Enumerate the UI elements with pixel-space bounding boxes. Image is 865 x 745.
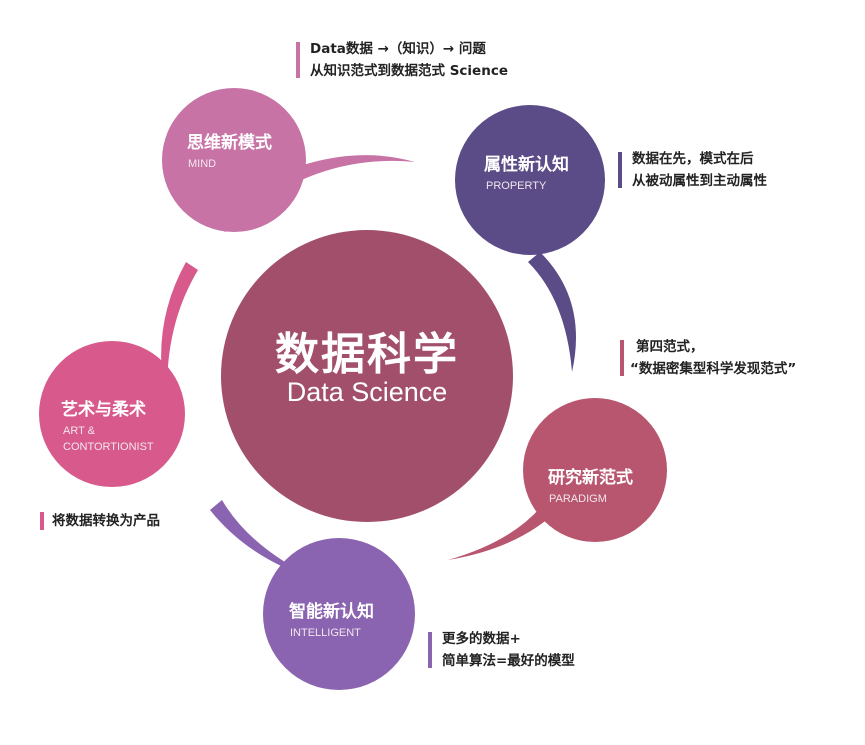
ring-arc-property [528, 252, 576, 372]
node-title-intelligent: 智能新认知 [289, 602, 374, 622]
note-property-line1: 数据在先，模式在后 [632, 151, 754, 167]
node-subtitle-art-line1: ART & [63, 425, 95, 437]
center-title-en: Data Science [286, 377, 448, 407]
node-title-paradigm: 研究新范式 [548, 468, 633, 488]
note-bar-art [40, 512, 44, 530]
note-art-line1: 将数据转换为产品 [52, 513, 160, 529]
ring-arc-intelligent [210, 500, 318, 580]
note-bar-intelligent [428, 632, 432, 668]
node-subtitle-paradigm: PARADIGM [549, 493, 607, 505]
node-title-art: 艺术与柔术 [61, 400, 146, 420]
node-subtitle-mind: MIND [188, 158, 217, 170]
ring-arc-art [161, 262, 198, 410]
node-circle-property [455, 105, 605, 255]
note-paradigm-line2: “数据密集型科学发现范式” [630, 361, 797, 377]
node-circle-intelligent [263, 538, 415, 690]
node-title-property: 属性新认知 [484, 155, 569, 175]
note-intelligent-line2: 简单算法=最好的模型 [442, 653, 575, 669]
note-bar-property [618, 152, 622, 188]
node-circle-art [39, 341, 185, 487]
node-circle-mind [162, 88, 306, 232]
center-title-cn: 数据科学 [275, 329, 459, 380]
node-subtitle-intelligent: INTELLIGENT [290, 627, 361, 639]
note-paradigm-line1: 第四范式， [636, 339, 704, 355]
note-mind-line2: 从知识范式到数据范式 Science [310, 63, 508, 79]
note-property-line2: 从被动属性到主动属性 [632, 173, 767, 189]
note-bar-paradigm [620, 340, 624, 376]
center-circle [221, 230, 513, 522]
node-circle-paradigm [523, 398, 667, 542]
node-subtitle-art-line2: CONTORTIONIST [63, 441, 154, 453]
note-intelligent-line1: 更多的数据+ [442, 631, 521, 647]
node-title-mind: 思维新模式 [187, 133, 272, 153]
note-bar-mind [296, 42, 300, 78]
note-mind-line1: Data数据 →（知识）→ 问题 [310, 41, 486, 57]
node-subtitle-property: PROPERTY [486, 180, 547, 192]
